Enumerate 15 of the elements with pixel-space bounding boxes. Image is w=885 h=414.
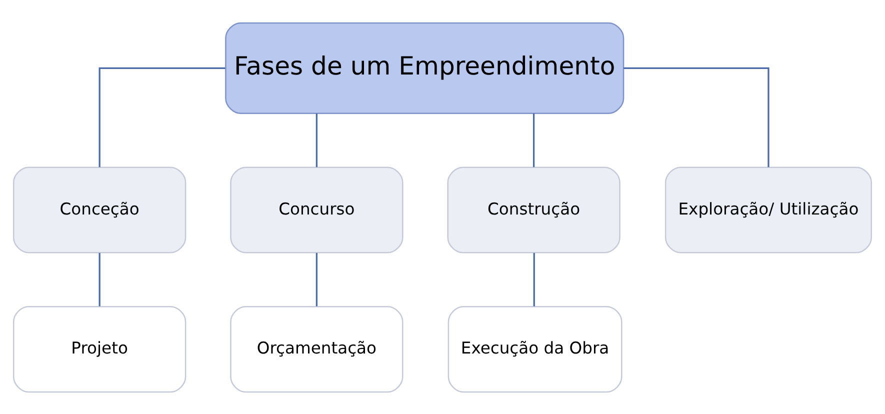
node-box: Concurso bbox=[230, 166, 404, 253]
connector bbox=[532, 112, 535, 167]
connector bbox=[98, 252, 100, 306]
node-box: Projeto bbox=[12, 306, 186, 392]
connector bbox=[533, 252, 535, 306]
connector bbox=[316, 252, 318, 306]
connector bbox=[624, 66, 770, 167]
connector bbox=[98, 66, 226, 167]
node-box: Orçamentação bbox=[230, 306, 404, 392]
node-box: Fases de um Empreendimento bbox=[225, 22, 624, 114]
node-box: Construção bbox=[447, 166, 620, 253]
node-box: Exploração/ Utilização bbox=[664, 166, 872, 253]
node-box: Conceção bbox=[12, 166, 186, 253]
connector bbox=[316, 112, 318, 167]
node-box: Execução da Obra bbox=[448, 306, 622, 392]
